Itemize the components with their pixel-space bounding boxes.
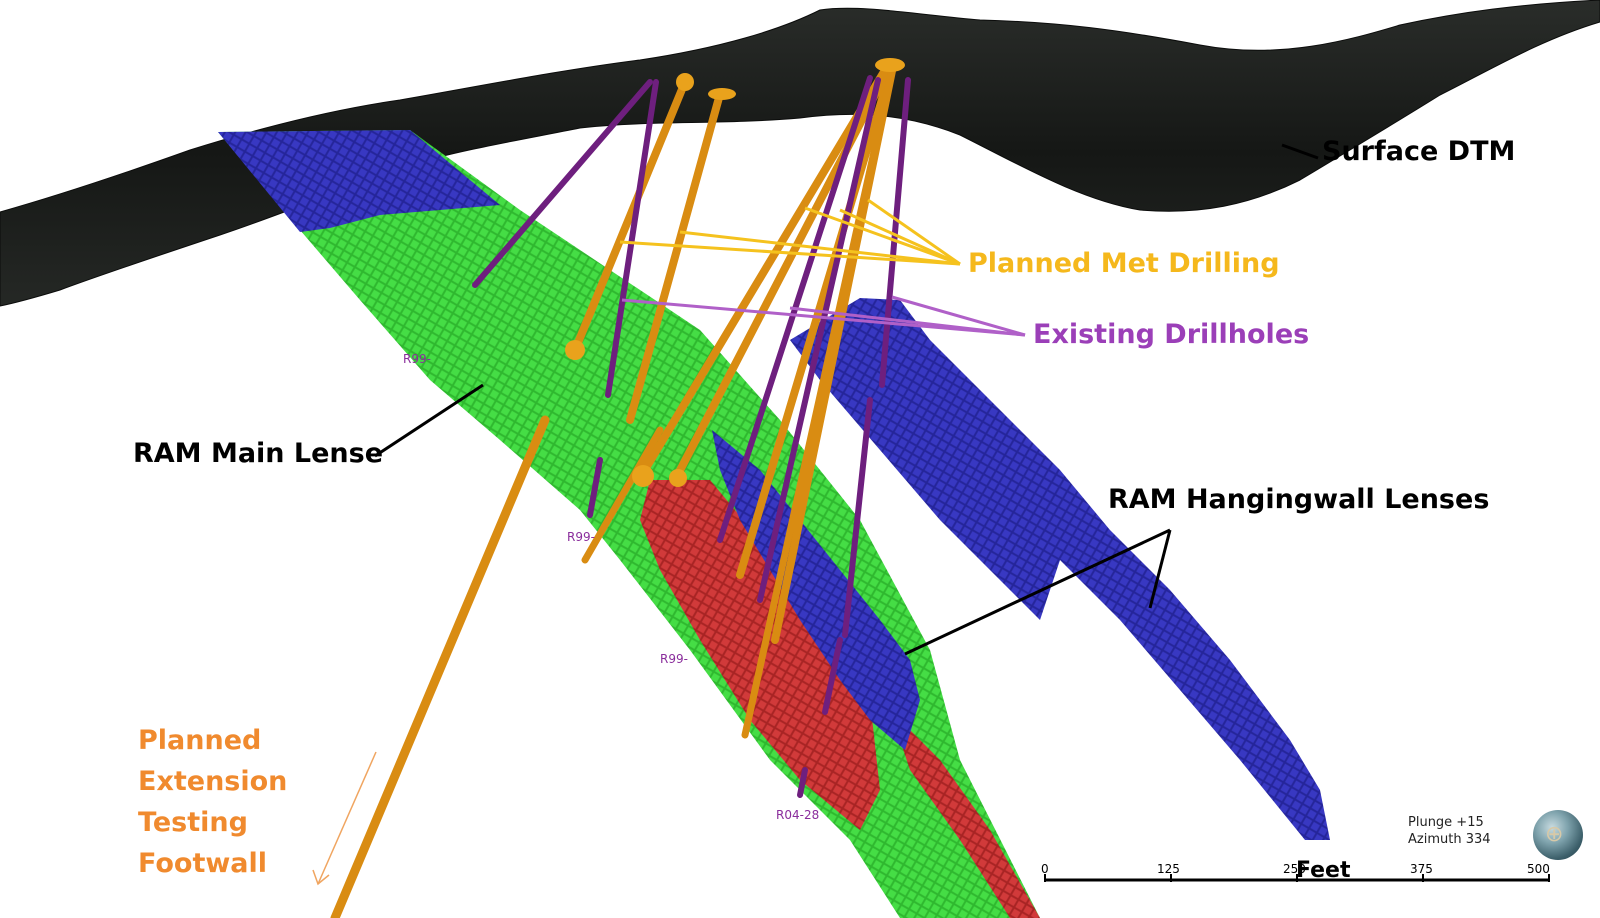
planned-hole-8 xyxy=(581,426,664,564)
planned-hole-5 xyxy=(736,62,896,579)
extension-arrow xyxy=(317,751,377,885)
label-planned-met: Planned Met Drilling xyxy=(968,248,1280,279)
label-main-lense: RAM Main Lense xyxy=(133,438,384,469)
scale-tick-label: 250 xyxy=(1283,862,1306,876)
label-extension-line-2: Extension xyxy=(138,766,288,797)
planned-hole-2 xyxy=(626,90,724,424)
planned-hole-1 xyxy=(571,78,689,354)
existing-hole-9 xyxy=(797,767,808,798)
plunge-readout: Plunge +15 xyxy=(1408,815,1484,830)
hole-id-label: R04-28 xyxy=(776,808,820,822)
existing-hole-8 xyxy=(587,457,603,518)
hangingwall-lens-upper xyxy=(790,298,1330,840)
scale-unit: Feet xyxy=(1296,858,1351,883)
existing-hole-6 xyxy=(842,397,873,638)
orientation-marker-icon: ⊕ xyxy=(1545,822,1564,847)
hangingwall-lens-lower xyxy=(712,430,920,750)
existing-hole-5 xyxy=(879,77,911,388)
hole-id-label: R99- xyxy=(403,352,431,366)
existing-hole-2 xyxy=(605,79,659,398)
scale-bar xyxy=(1044,874,1550,882)
orientation-globe-icon[interactable] xyxy=(1533,810,1583,860)
hole-id-label: R99- xyxy=(567,530,595,544)
met-leaders xyxy=(619,198,961,266)
hole-end-4 xyxy=(669,469,687,487)
scale-tick-label: 125 xyxy=(1157,862,1180,876)
main-lens-blue-cap xyxy=(218,130,500,232)
azimuth-readout: Azimuth 334 xyxy=(1408,832,1491,847)
existing-drillholes xyxy=(472,75,911,798)
label-existing-drillholes: Existing Drillholes xyxy=(1033,319,1310,350)
existing-hole-1 xyxy=(472,79,653,288)
hole-id-label: R99- xyxy=(660,652,688,666)
high-grade-tail xyxy=(890,710,1040,918)
planned-met-drillholes xyxy=(330,58,905,918)
scale-tick-label: 0 xyxy=(1041,862,1049,876)
surface-dtm xyxy=(0,0,1600,307)
collar-1 xyxy=(676,73,694,91)
label-extension-line-3: Testing xyxy=(138,807,248,838)
existing-hole-7 xyxy=(822,637,843,715)
planned-hole-7 xyxy=(741,62,897,739)
extension-hole xyxy=(330,415,550,918)
label-extension-line-4: Footwall xyxy=(138,848,268,879)
view-orientation: Plunge +15 Azimuth 334 xyxy=(1408,814,1491,848)
label-extension: Planned Extension Testing Footwall xyxy=(138,720,287,884)
collar-2 xyxy=(708,88,736,100)
collar-3 xyxy=(875,58,905,72)
hole-end-3 xyxy=(632,465,654,487)
planned-hole-3 xyxy=(636,61,892,482)
lens-leaders xyxy=(374,143,1319,656)
existing-leaders xyxy=(621,295,1026,337)
label-hangingwall: RAM Hangingwall Lenses xyxy=(1108,484,1490,515)
hole-end-1 xyxy=(565,340,585,360)
scale-tick-label: 375 xyxy=(1410,862,1433,876)
label-surface-dtm: Surface DTM xyxy=(1322,136,1516,167)
existing-hole-4 xyxy=(757,77,881,603)
scale-tick-label: 500 xyxy=(1527,862,1550,876)
extension-arrow-head xyxy=(312,869,330,886)
label-extension-line-1: Planned xyxy=(138,725,262,756)
